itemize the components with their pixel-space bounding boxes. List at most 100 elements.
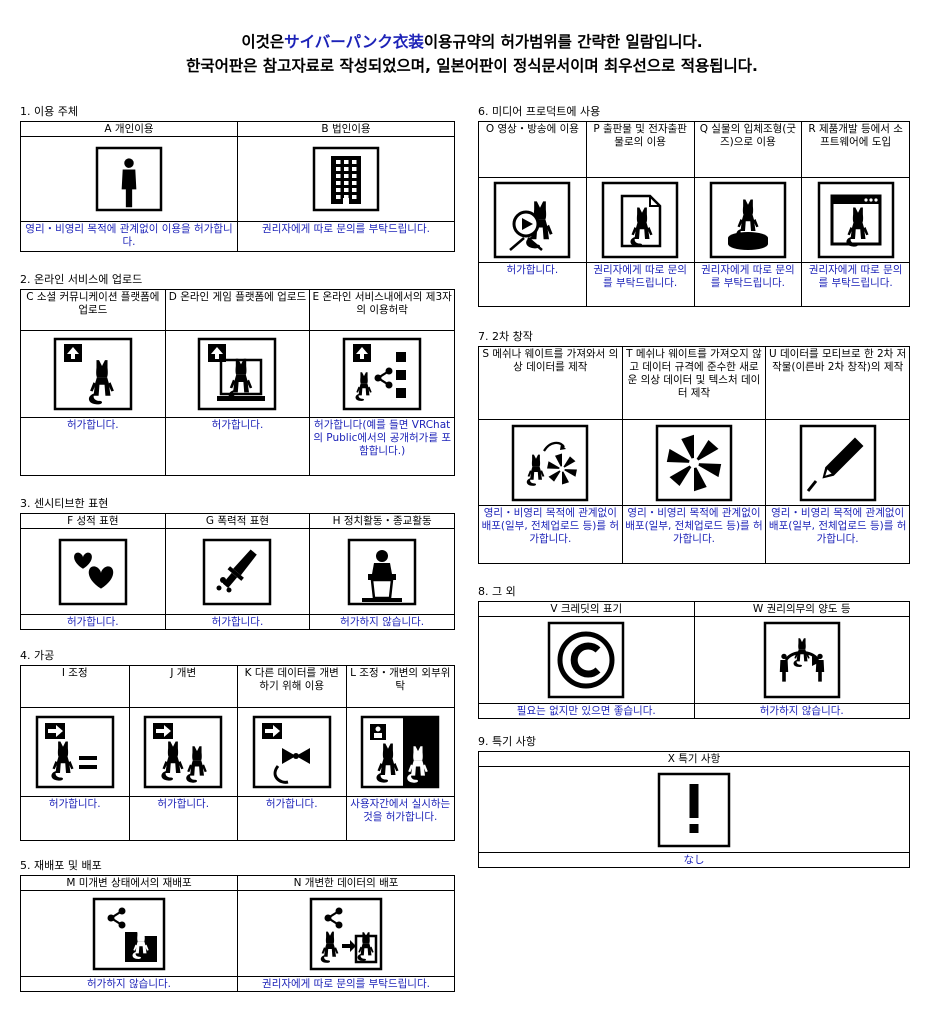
item-label: P 출판물 및 전자출판물로의 이용 bbox=[585, 121, 695, 178]
person-icon bbox=[95, 146, 163, 212]
item-label: X 특기 사항 bbox=[478, 751, 910, 767]
permission-status: 허가하지 않습니다. bbox=[309, 614, 455, 630]
section-title: 2. 온라인 서비스에 업로드 bbox=[20, 273, 143, 286]
page-header: 이것은サイバーパンク衣装이용규약의 허가범위를 간략한 일람입니다. 한국어판은… bbox=[0, 30, 944, 78]
permission-status: 권리자에게 따로 문의를 부탁드립니다. bbox=[801, 262, 910, 307]
icon-cell bbox=[20, 528, 166, 615]
cat-bow-icon bbox=[252, 715, 331, 789]
item-label: R 제품개발 등에서 소프트웨어에 도입 bbox=[801, 121, 910, 178]
cat-upload-icon bbox=[53, 337, 133, 411]
icon-cell bbox=[20, 890, 238, 977]
permission-status: 허가하지 않습니다. bbox=[693, 703, 910, 719]
icon-cell bbox=[345, 707, 455, 797]
item-label: H 정치활동・종교활동 bbox=[309, 513, 455, 529]
icon-cell bbox=[20, 707, 130, 797]
item-label: E 온라인 서비스내에서의 제3자의 이용허락 bbox=[309, 289, 455, 331]
cat-monitor-upload-icon bbox=[198, 337, 277, 411]
flower-icon bbox=[655, 424, 733, 501]
item-label: W 권리의무의 양도 등 bbox=[693, 601, 910, 617]
permission-status: 권리자에게 따로 문의를 부탁드립니다. bbox=[237, 976, 455, 992]
icon-cell bbox=[309, 528, 455, 615]
permission-status: 허가합니다. bbox=[237, 796, 347, 841]
permission-status: 허가합니다(예를 들면 VRChat의 Public에서의 공개허가를 포함합니… bbox=[309, 417, 455, 476]
permission-status: 허가합니다. bbox=[20, 417, 166, 476]
item-label: F 성적 표현 bbox=[20, 513, 166, 529]
item-label: S 메쉬나 웨이트를 가져와서 의상 데이터를 제작 bbox=[478, 346, 623, 420]
permission-status: 허가하지 않습니다. bbox=[20, 976, 238, 992]
permission-status: 허가합니다. bbox=[164, 614, 311, 630]
cat-video-icon bbox=[494, 181, 571, 259]
icon-cell bbox=[20, 136, 238, 222]
permission-status: 권리자에게 따로 문의를 부탁드립니다. bbox=[693, 262, 803, 307]
icon-cell bbox=[237, 707, 347, 797]
icon-cell bbox=[128, 707, 238, 797]
item-label: A 개인이용 bbox=[20, 121, 238, 137]
icon-cell bbox=[693, 616, 910, 704]
item-label: Q 실물의 입체조형(굿즈)으로 이용 bbox=[693, 121, 803, 178]
cat-flower-icon bbox=[512, 424, 589, 501]
section-title: 3. 센시티브한 표현 bbox=[20, 497, 109, 510]
item-label: K 다른 데이터를 개변하기 위해 이용 bbox=[237, 665, 347, 708]
cat-equal-icon bbox=[35, 715, 114, 789]
section-title: 9. 특기 사항 bbox=[478, 735, 536, 748]
section-title: 1. 이용 주체 bbox=[20, 105, 78, 118]
permission-table: X 특기 사항 なし bbox=[478, 751, 910, 868]
icon-cell bbox=[478, 766, 910, 853]
item-label: V 크레딧의 표기 bbox=[478, 601, 695, 617]
cat-document-icon bbox=[601, 181, 679, 259]
item-label: M 미개변 상태에서의 재배포 bbox=[20, 875, 238, 891]
permission-status: 허가합니다. bbox=[20, 614, 166, 630]
cat-window-icon bbox=[817, 181, 894, 259]
icon-cell bbox=[585, 177, 695, 263]
icon-cell bbox=[237, 136, 455, 222]
cat-transfer-icon bbox=[763, 621, 840, 699]
podium-icon bbox=[347, 538, 417, 605]
permission-status: 권리자에게 따로 문의를 부탁드립니다. bbox=[585, 262, 695, 307]
header-line-1: 이것은サイバーパンク衣装이용규약의 허가범위를 간략한 일람입니다. bbox=[241, 33, 703, 51]
icon-cell bbox=[801, 177, 910, 263]
header-line-2: 한국어판은 참고자료로 작성되었으며, 일본어판이 정식문서이며 최우선으로 적… bbox=[186, 57, 758, 75]
item-label: L 조정・개변의 외부위탁 bbox=[345, 665, 455, 708]
permission-status: 필요는 없지만 있으면 좋습니다. bbox=[478, 703, 695, 719]
icon-cell bbox=[693, 177, 803, 263]
section-title: 8. 그 외 bbox=[478, 585, 516, 598]
cat-figure-icon bbox=[709, 181, 787, 259]
cat-outsource-icon bbox=[361, 715, 440, 789]
cat-folder-share-icon bbox=[92, 897, 166, 970]
section-title: 7. 2차 창작 bbox=[478, 330, 533, 343]
icon-cell bbox=[478, 616, 695, 704]
item-label: D 온라인 게임 플랫폼에 업로드 bbox=[164, 289, 311, 331]
item-label: G 폭력적 표현 bbox=[164, 513, 311, 529]
permission-status: 허가합니다. bbox=[128, 796, 238, 841]
item-label: U 데이터를 모티브로 한 2차 저작물(이른바 2차 창작)의 제작 bbox=[765, 346, 910, 420]
permission-status: 허가합니다. bbox=[478, 262, 587, 307]
item-label: T 메쉬나 웨이트를 가져오지 않고 데이터 규격에 준수한 새로운 의상 데이… bbox=[621, 346, 767, 420]
icon-cell bbox=[164, 528, 311, 615]
item-label: J 개변 bbox=[128, 665, 238, 708]
permission-status: 허가합니다. bbox=[20, 796, 130, 841]
section-9: 9. 특기 사항 X 특기 사항 なし bbox=[478, 734, 910, 868]
icon-cell bbox=[478, 419, 623, 506]
permission-status: 권리자에게 따로 문의를 부탁드립니다. bbox=[237, 221, 455, 252]
cat-pair-icon bbox=[144, 715, 223, 789]
item-label: O 영상・방송에 이용 bbox=[478, 121, 587, 178]
permission-status: 영리・비영리 목적에 관계없이 배포(일부, 전체업로드 등)를 허가합니다. bbox=[765, 505, 910, 564]
permission-status: 허가합니다. bbox=[164, 417, 311, 476]
hearts-icon bbox=[58, 538, 128, 605]
permission-status: なし bbox=[478, 852, 910, 868]
item-label: C 소셜 커뮤니케이션 플랫폼에 업로드 bbox=[20, 289, 166, 331]
copyright-icon bbox=[548, 621, 625, 699]
